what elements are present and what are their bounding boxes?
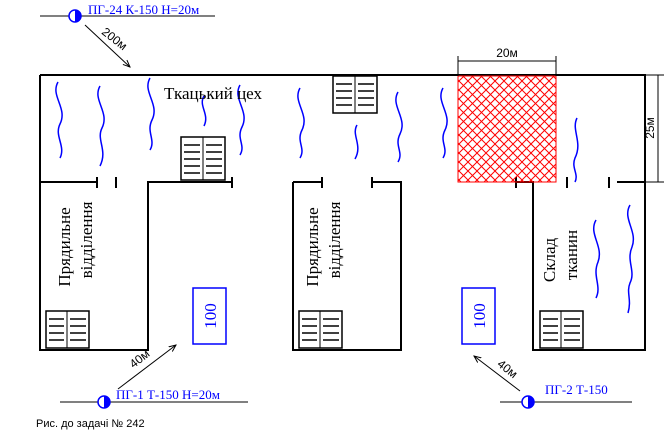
distance-top: 200м <box>99 25 130 53</box>
building-height-label: 25м <box>643 117 657 139</box>
warehouse-line2: тканин <box>562 230 581 280</box>
warehouse-line1: Склад <box>540 238 559 283</box>
box-100-left-label: 100 <box>201 303 220 329</box>
hydrant-top: ПГ-24 К-150 Н=20м 200м <box>40 2 215 67</box>
dimension-25m: 25м <box>643 74 664 183</box>
fire-zone-hatched <box>457 75 557 183</box>
room-label-spinning-middle: Прядильне відділення <box>303 201 344 286</box>
staircase-middle <box>298 310 343 349</box>
hydrant-bottom-left: ПГ-1 Т-150 Н=20м 40м <box>60 345 248 409</box>
dimension-20m: 20м <box>457 46 557 76</box>
hydrant-br-label: ПГ-2 Т-150 <box>545 382 608 397</box>
staircase-right <box>539 310 584 349</box>
spinning-middle-line2: відділення <box>325 201 344 278</box>
box-100-right: 100 <box>461 287 496 345</box>
hatched-width-label: 20м <box>496 46 518 60</box>
hydrant-bottom-right: ПГ-2 Т-150 40м <box>474 356 632 409</box>
hydrant-top-label: ПГ-24 К-150 Н=20м <box>88 2 199 17</box>
hydrant-bl-label: ПГ-1 Т-150 Н=20м <box>116 387 220 402</box>
staircase-left <box>45 310 90 349</box>
distance-bottom-right: 40м <box>495 357 521 381</box>
room-label-spinning-left: Прядильне відділення <box>55 201 96 286</box>
figure-caption: Рис. до задачі № 242 <box>36 418 145 430</box>
spinning-left-line2: відділення <box>77 201 96 278</box>
spinning-middle-line1: Прядильне <box>303 207 322 286</box>
room-label-warehouse: Склад тканин <box>540 230 581 282</box>
box-100-right-label: 100 <box>470 303 489 329</box>
staircase-top <box>180 136 226 181</box>
staircase-top-right <box>332 75 378 114</box>
spinning-left-line1: Прядильне <box>55 207 74 286</box>
box-100-left: 100 <box>192 287 227 345</box>
smoke-lines <box>55 77 635 314</box>
room-label-weaving: Ткацький цех <box>164 84 262 103</box>
